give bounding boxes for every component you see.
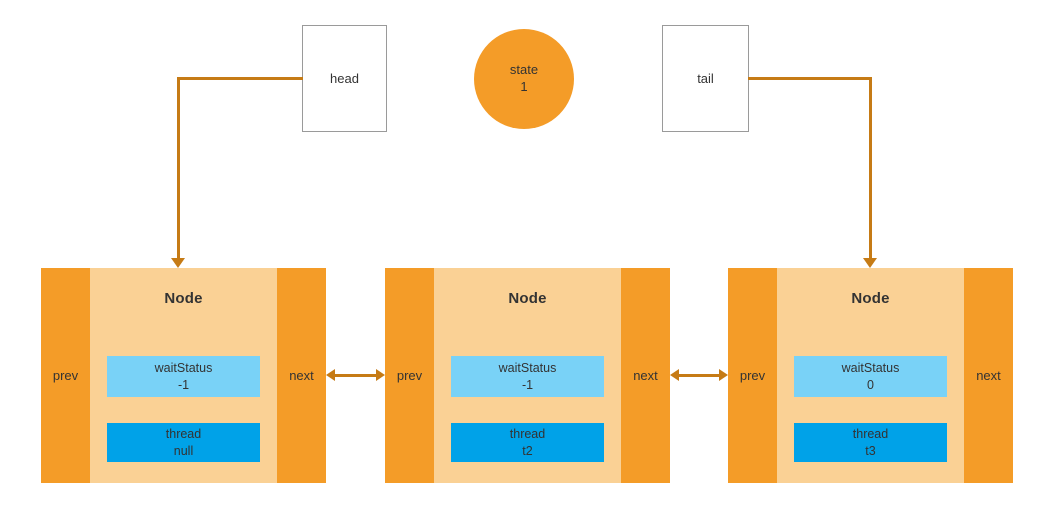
node-1-prev-label: prev bbox=[52, 368, 79, 383]
link-2-3-arrowhead-right bbox=[719, 369, 728, 381]
node-1-thread-value: null bbox=[173, 443, 194, 458]
node-1-next-label: next bbox=[289, 368, 314, 383]
link-2-3-arrowhead-left bbox=[670, 369, 679, 381]
node-3-title: Node bbox=[851, 290, 890, 307]
head-connector-arrowhead bbox=[171, 258, 185, 268]
node-3-waitstatus-label: waitStatus bbox=[841, 360, 900, 375]
node-3-thread-box[interactable]: thread t3 bbox=[794, 423, 947, 462]
node-1-title: Node bbox=[164, 290, 203, 307]
link-2-3-line bbox=[677, 374, 721, 377]
node-3-prev-field[interactable]: prev bbox=[728, 268, 777, 483]
node-2-next-field[interactable]: next bbox=[621, 268, 670, 483]
state-circle[interactable]: state 1 bbox=[474, 29, 574, 129]
link-1-2-arrowhead-right bbox=[376, 369, 385, 381]
node-2[interactable]: prev Node waitStatus -1 thread t2 next bbox=[385, 268, 670, 483]
tail-connector-vertical bbox=[869, 77, 872, 260]
head-connector-horizontal bbox=[177, 77, 303, 80]
tail-pointer-label: tail bbox=[697, 71, 714, 86]
tail-pointer-box[interactable]: tail bbox=[662, 25, 749, 132]
node-1-thread-label: thread bbox=[165, 426, 202, 441]
node-3-next-label: next bbox=[976, 368, 1001, 383]
node-2-waitstatus-label: waitStatus bbox=[498, 360, 557, 375]
node-2-thread-value: t2 bbox=[522, 443, 533, 458]
node-3-thread-value: t3 bbox=[865, 443, 876, 458]
tail-connector-arrowhead bbox=[863, 258, 877, 268]
node-1-waitstatus-box[interactable]: waitStatus -1 bbox=[107, 356, 260, 397]
head-pointer-box[interactable]: head bbox=[302, 25, 387, 132]
node-2-waitstatus-value: -1 bbox=[521, 377, 534, 392]
node-2-thread-label: thread bbox=[509, 426, 546, 441]
state-value: 1 bbox=[520, 79, 528, 94]
node-1-waitstatus-label: waitStatus bbox=[154, 360, 213, 375]
node-3-thread-label: thread bbox=[852, 426, 889, 441]
node-3-waitstatus-box[interactable]: waitStatus 0 bbox=[794, 356, 947, 397]
node-2-waitstatus-box[interactable]: waitStatus -1 bbox=[451, 356, 604, 397]
node-2-prev-label: prev bbox=[396, 368, 423, 383]
node-3-next-field[interactable]: next bbox=[964, 268, 1013, 483]
head-pointer-label: head bbox=[330, 71, 359, 86]
node-2-thread-box[interactable]: thread t2 bbox=[451, 423, 604, 462]
node-2-title: Node bbox=[508, 290, 547, 307]
node-1[interactable]: prev Node waitStatus -1 thread null next bbox=[41, 268, 326, 483]
node-1-prev-field[interactable]: prev bbox=[41, 268, 90, 483]
node-3-prev-label: prev bbox=[739, 368, 766, 383]
link-1-2-arrowhead-left bbox=[326, 369, 335, 381]
node-2-prev-field[interactable]: prev bbox=[385, 268, 434, 483]
node-3[interactable]: prev Node waitStatus 0 thread t3 next bbox=[728, 268, 1013, 483]
node-1-waitstatus-value: -1 bbox=[177, 377, 190, 392]
node-3-body: Node waitStatus 0 thread t3 bbox=[777, 268, 964, 483]
node-1-next-field[interactable]: next bbox=[277, 268, 326, 483]
node-3-waitstatus-value: 0 bbox=[867, 377, 874, 392]
node-1-body: Node waitStatus -1 thread null bbox=[90, 268, 277, 483]
node-1-thread-box[interactable]: thread null bbox=[107, 423, 260, 462]
node-2-body: Node waitStatus -1 thread t2 bbox=[434, 268, 621, 483]
state-label: state bbox=[509, 62, 539, 78]
link-1-2-line bbox=[333, 374, 378, 377]
head-connector-vertical bbox=[177, 77, 180, 260]
node-2-next-label: next bbox=[633, 368, 658, 383]
tail-connector-horizontal bbox=[748, 77, 872, 80]
